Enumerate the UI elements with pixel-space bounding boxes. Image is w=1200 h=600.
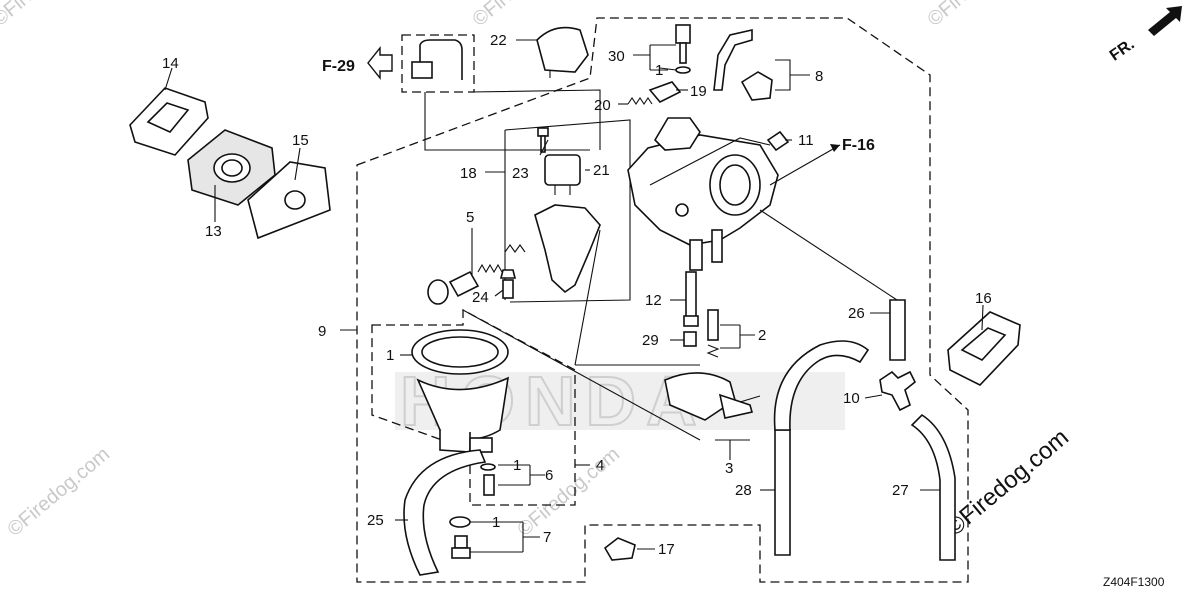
callout-15: 15 xyxy=(292,132,309,149)
part-10-valve xyxy=(879,370,917,412)
callout-7: 7 xyxy=(543,529,551,546)
callout-9: 9 xyxy=(318,323,326,340)
part-16-gasket xyxy=(947,311,1021,386)
drawing-code: Z404F1300 xyxy=(1103,575,1165,589)
part-21-solenoid xyxy=(544,154,581,195)
callout-4: 4 xyxy=(596,457,604,474)
part-22-cap xyxy=(536,26,589,78)
solenoid-bracket xyxy=(504,119,631,303)
watermark-bottom-left: ©Firedog.com xyxy=(3,443,114,541)
callout-25: 25 xyxy=(367,512,384,529)
callout-13: 13 xyxy=(205,223,222,240)
callout-26: 26 xyxy=(848,305,865,322)
callout-12: 12 xyxy=(645,292,662,309)
callout-14: 14 xyxy=(162,55,179,72)
callout-10: 10 xyxy=(843,390,860,407)
callout-3: 3 xyxy=(725,460,733,477)
part-24-bolt xyxy=(499,269,517,299)
callout-19: 19 xyxy=(690,83,707,100)
leader-lines xyxy=(164,39,984,553)
f16-arrowhead xyxy=(830,144,840,152)
part-28-hose-bend xyxy=(773,340,870,431)
front-arrow-icon xyxy=(1148,6,1182,36)
float-bowl xyxy=(411,329,510,453)
callout-1-drain: 1 xyxy=(513,457,521,474)
part-12-jet xyxy=(683,271,699,327)
callout-27: 27 xyxy=(892,482,909,499)
callout-5: 5 xyxy=(466,209,474,226)
callout-30: 30 xyxy=(608,48,625,65)
callout-8: 8 xyxy=(815,68,823,85)
assembly-boundary xyxy=(356,17,969,583)
watermark-top-right: ©Firedog.com xyxy=(923,0,1034,31)
breather-clip xyxy=(411,61,433,79)
callout-18: 18 xyxy=(460,165,477,182)
callout-28: 28 xyxy=(735,482,752,499)
carburetor-body xyxy=(627,117,779,271)
breather-box xyxy=(401,34,475,93)
part-30-screw xyxy=(675,24,691,74)
part-7-bolt xyxy=(449,516,471,559)
part-27-hose xyxy=(910,413,956,561)
solenoid-body xyxy=(534,204,601,294)
callout-22: 22 xyxy=(490,32,507,49)
callout-1-bolt: 1 xyxy=(492,514,500,531)
watermark-top-left: ©Firedog.com xyxy=(0,0,99,31)
part-23-screw xyxy=(537,127,549,153)
part-14-gasket xyxy=(129,87,209,156)
part-5-pilot-screw xyxy=(427,244,526,305)
callout-numbers: 14 13 15 16 22 30 1 19 20 8 11 18 23 21 … xyxy=(162,32,992,558)
callout-1-bowl: 1 xyxy=(386,347,394,364)
part-26-tube xyxy=(889,299,906,361)
part-29-jet xyxy=(683,331,697,347)
callout-16: 16 xyxy=(975,290,992,307)
part-8-lever xyxy=(713,28,773,101)
watermark-bottom-right: ©Firedog.com xyxy=(941,424,1074,542)
part-3-float xyxy=(664,372,761,421)
callout-29: 29 xyxy=(642,332,659,349)
part-13-insulator xyxy=(187,129,276,206)
front-label: FR. xyxy=(1107,36,1138,65)
callout-20: 20 xyxy=(594,97,611,114)
callout-21: 21 xyxy=(593,162,610,179)
part-28-hose xyxy=(774,429,791,556)
part-17-clip xyxy=(603,537,636,561)
watermark-top-center: ©Firedog.com xyxy=(468,0,579,31)
callout-17: 17 xyxy=(658,541,675,558)
part-25-drain-tube xyxy=(403,449,487,576)
part-6-drain-screw xyxy=(480,463,496,496)
callout-6: 6 xyxy=(545,467,553,484)
callout-11: 11 xyxy=(798,132,814,149)
callout-1-top: 1 xyxy=(655,62,663,79)
ref-f29-label: F-29 xyxy=(322,58,355,75)
part-2-needle-valve xyxy=(706,309,720,358)
part-11-screw xyxy=(766,130,790,152)
float-chamber-box xyxy=(371,308,576,506)
part-20-spring xyxy=(627,97,653,105)
callout-23: 23 xyxy=(512,165,529,182)
watermark-bottom-center: ©Firedog.com xyxy=(513,443,624,541)
callout-2: 2 xyxy=(758,327,766,344)
part-15-plate xyxy=(247,161,331,240)
ref-f16-label: F-16 xyxy=(842,137,875,154)
f29-arrow xyxy=(367,46,393,80)
part-19-fitting xyxy=(648,81,682,103)
callout-24: 24 xyxy=(472,289,489,306)
